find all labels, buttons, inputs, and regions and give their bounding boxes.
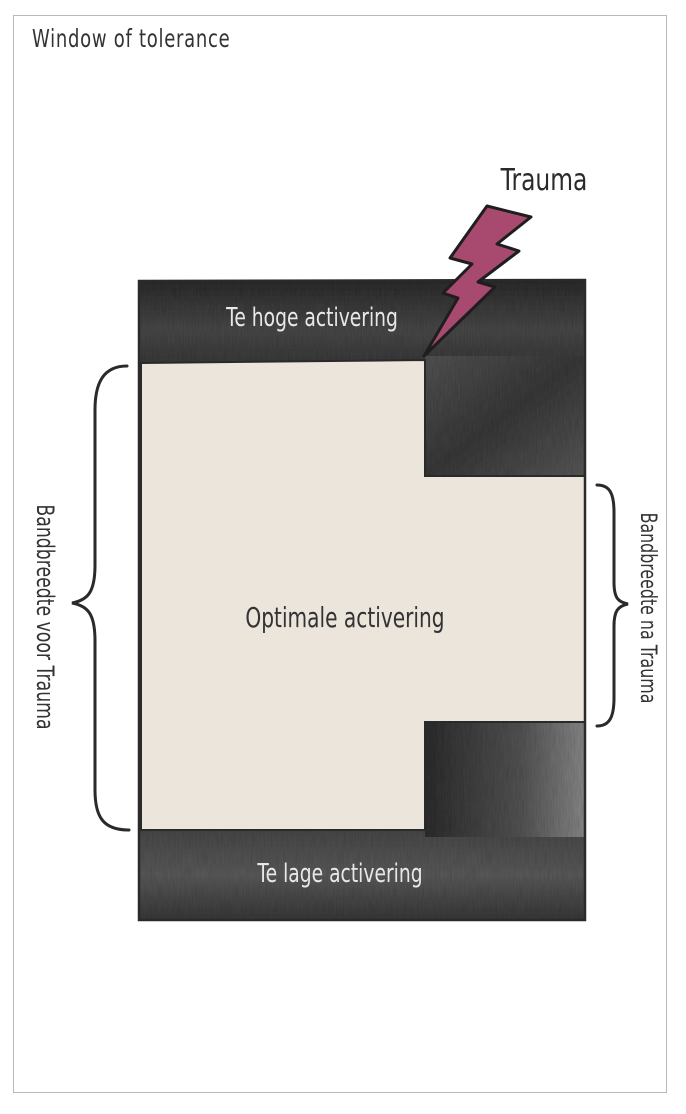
- high-activation-zone: [139, 281, 585, 476]
- lightning-bolt-icon: [422, 204, 533, 358]
- bandwidth-before-trauma-label: Bandbreedte voor Trauma: [31, 504, 59, 729]
- diagram-title: Window of tolerance: [32, 24, 231, 53]
- right-bracket: [595, 483, 629, 728]
- low-activation-label: Te lage activering: [257, 859, 423, 889]
- left-bracket: [71, 364, 131, 832]
- low-activation-zone: [139, 722, 585, 920]
- trauma-label: Trauma: [500, 163, 588, 198]
- diagram-border: [137, 278, 587, 922]
- optimal-activation-label: Optimale activering: [245, 601, 444, 634]
- bandwidth-after-trauma-label: Bandbreedte na Trauma: [635, 513, 661, 704]
- high-activation-label: Te hoge activering: [225, 303, 398, 333]
